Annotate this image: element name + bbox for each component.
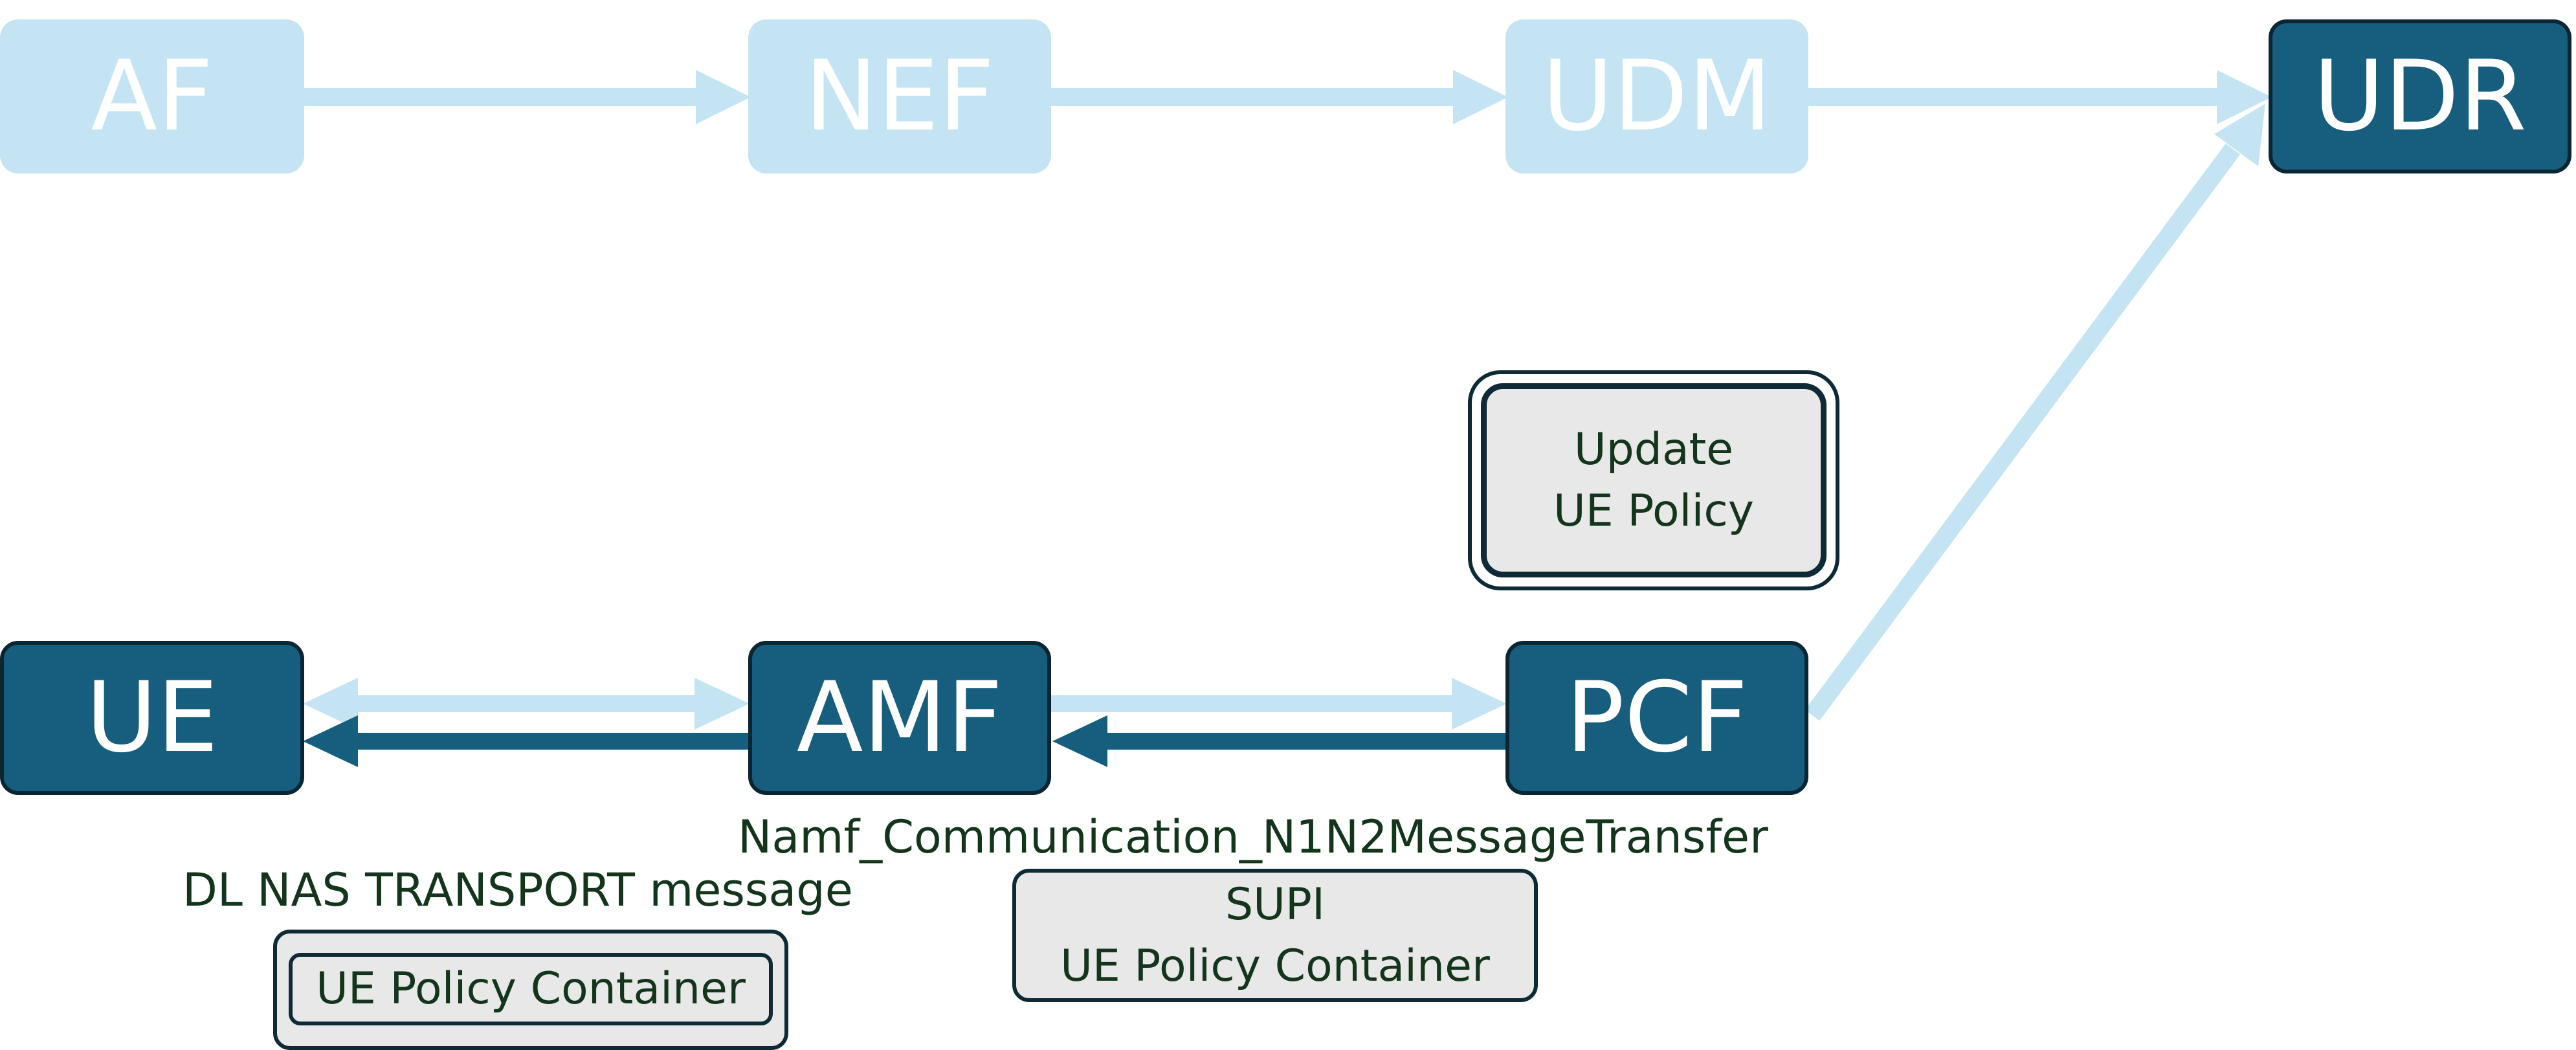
arrow-ue-amf-light-head-right — [694, 678, 749, 730]
node-pcf: PCF — [1505, 641, 1808, 795]
node-af: AF — [0, 19, 304, 173]
supi-line: SUPI — [1225, 878, 1325, 930]
update-policy-box: Update UE Policy — [1481, 383, 1827, 577]
update-policy-line-2: UE Policy — [1553, 486, 1754, 537]
arrow-amf-to-ue-dark-head — [303, 715, 358, 767]
dl-nas-transport-label: DL NAS TRANSPORT message — [183, 864, 853, 917]
namf-message-label: Namf_Communication_N1N2MessageTransfer — [738, 810, 1768, 864]
arrow-pcf-to-udr-head — [2214, 104, 2265, 166]
arrow-udm-to-udr-head — [2217, 70, 2272, 124]
arrow-af-to-nef-head — [696, 70, 751, 124]
ue-policy-container-line: UE Policy Container — [1060, 941, 1490, 992]
arrow-nef-to-udm-head — [1453, 70, 1508, 124]
node-udr: UDR — [2269, 19, 2571, 173]
arrow-pcf-to-amf-dark-head — [1052, 715, 1107, 767]
node-ue: UE — [0, 641, 304, 795]
node-udm: UDM — [1505, 19, 1808, 173]
arrow-ue-amf-light-head-left — [303, 678, 358, 730]
supi-policy-container-box: SUPI UE Policy Container — [1012, 869, 1538, 1002]
node-amf: AMF — [748, 641, 1051, 795]
update-policy-line-1: Update — [1573, 423, 1734, 475]
ue-policy-container-text: UE Policy Container — [316, 963, 746, 1015]
arrow-amf-to-pcf-light-head — [1452, 678, 1507, 730]
arrow-pcf-to-udr — [1804, 143, 2241, 721]
node-nef: NEF — [748, 19, 1051, 173]
ue-policy-container-inner-box: UE Policy Container — [289, 953, 773, 1025]
